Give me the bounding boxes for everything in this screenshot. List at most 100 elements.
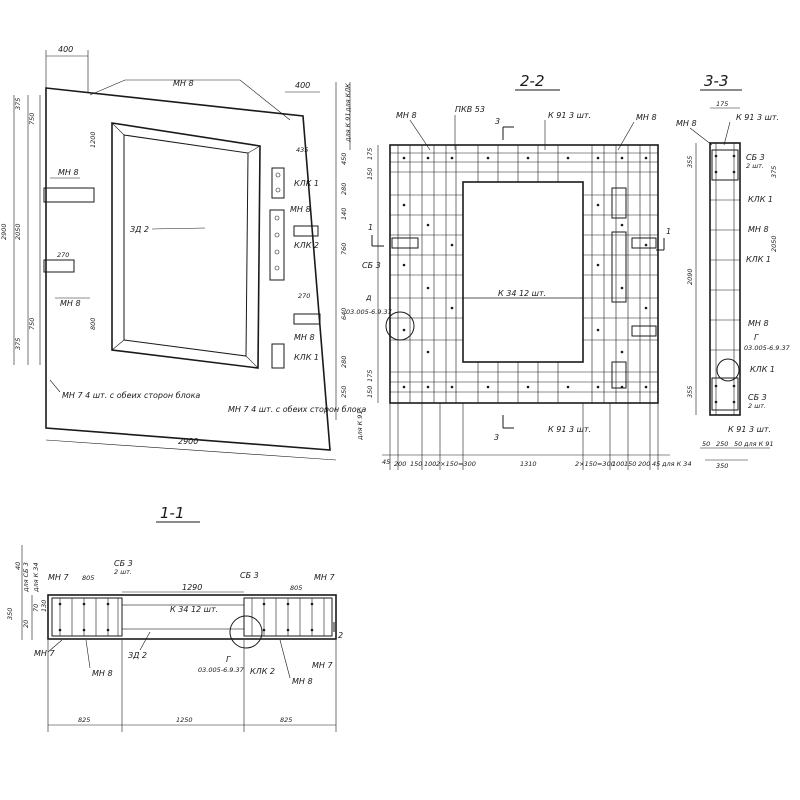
svg-text:175: 175 <box>366 370 374 382</box>
rebar-horizontal <box>390 152 658 393</box>
svg-text:375: 375 <box>14 338 22 350</box>
svg-text:2090: 2090 <box>686 268 694 285</box>
svg-text:д: д <box>365 293 372 302</box>
svg-text:КЛК 1: КЛК 1 <box>746 255 771 264</box>
svg-text:40: 40 <box>14 562 22 570</box>
svg-text:К 91 3 шт.: К 91 3 шт. <box>548 111 591 120</box>
svg-text:К 91 3 шт.: К 91 3 шт. <box>548 425 591 434</box>
label-mn8-r2: МН 8 <box>294 333 315 342</box>
klk2-plate <box>269 209 285 281</box>
detail-callout-g <box>229 615 263 649</box>
svg-text:45: 45 <box>382 458 390 466</box>
svg-text:760: 760 <box>340 243 348 255</box>
block-outline <box>45 87 331 451</box>
svg-text:1200: 1200 <box>89 131 97 148</box>
svg-text:450: 450 <box>340 153 348 165</box>
svg-text:КЛК 2: КЛК 2 <box>250 667 275 676</box>
svg-text:Г: Г <box>226 655 231 664</box>
detail-callout-d <box>385 311 415 341</box>
dim-left-2050: 2050 <box>14 223 22 240</box>
rebar-vertical <box>397 145 651 403</box>
svg-text:140: 140 <box>340 208 348 220</box>
svg-text:1250: 1250 <box>176 716 193 724</box>
svg-text:150: 150 <box>366 168 374 180</box>
label-zd2: ЗД 2 <box>130 225 149 234</box>
svg-text:150: 150 <box>366 386 374 398</box>
svg-text:КЛК 1: КЛК 1 <box>748 195 773 204</box>
section22-opening <box>462 181 584 363</box>
note-mn7-left: МН 7 4 шт. с обеих сторон блока <box>62 391 200 400</box>
section33-outline <box>709 142 741 416</box>
title-2-2: 2-2 <box>520 72 545 90</box>
svg-text:375: 375 <box>770 166 778 178</box>
klk1-plate-bottom <box>271 343 285 369</box>
dim-left-total: 2900 <box>0 223 8 240</box>
door-opening <box>111 122 261 369</box>
svg-text:1: 1 <box>368 223 373 232</box>
svg-text:2 шт.: 2 шт. <box>746 162 764 170</box>
svg-text:МН 8: МН 8 <box>676 119 697 128</box>
svg-text:270: 270 <box>298 292 310 300</box>
svg-text:355: 355 <box>686 386 694 398</box>
svg-text:50: 50 <box>702 440 710 448</box>
label-klk1-a: КЛК 1 <box>294 179 319 188</box>
svg-text:805: 805 <box>290 584 302 592</box>
svg-text:175: 175 <box>716 100 728 108</box>
section22-outline <box>389 144 659 404</box>
note-mn7-right: МН 7 4 шт. с обеих сторон блока <box>228 405 366 414</box>
svg-text:100: 100 <box>612 460 624 468</box>
svg-text:750: 750 <box>28 318 36 330</box>
dim-bottom: 2900 <box>178 437 198 446</box>
svg-text:К 91 3 шт.: К 91 3 шт. <box>736 113 779 122</box>
svg-text:3: 3 <box>494 433 499 442</box>
svg-text:250: 250 <box>340 386 348 398</box>
svg-text:805: 805 <box>82 574 94 582</box>
svg-text:175: 175 <box>366 148 374 160</box>
svg-text:1: 1 <box>666 227 671 236</box>
svg-text:355: 355 <box>686 156 694 168</box>
label-mn8-top: МН 8 <box>173 79 194 88</box>
svg-text:1290: 1290 <box>182 583 202 592</box>
svg-text:45: 45 <box>652 460 660 468</box>
dim-top-right: 400 <box>295 81 310 90</box>
svg-text:350: 350 <box>716 462 728 470</box>
svg-text:для КЛК: для КЛК <box>344 83 352 113</box>
svg-text:МН 8: МН 8 <box>748 225 769 234</box>
svg-text:СБ 3: СБ 3 <box>240 571 259 580</box>
svg-text:ЗД 2: ЗД 2 <box>128 651 147 660</box>
svg-text:03.005-6.9.37: 03.005-6.9.37 <box>198 666 245 674</box>
svg-text:70: 70 <box>32 604 40 612</box>
svg-text:250: 250 <box>716 440 728 448</box>
svg-text:1310: 1310 <box>520 460 537 468</box>
rebar-dots <box>402 156 648 389</box>
svg-text:СБ 3: СБ 3 <box>362 261 381 270</box>
svg-text:200: 200 <box>394 460 406 468</box>
door-frame-inner <box>123 134 249 357</box>
title-3-3: 3-3 <box>704 72 729 90</box>
section-2-2: 2-2 <box>346 72 692 470</box>
svg-text:для К 91: для К 91 <box>743 440 774 448</box>
svg-text:750: 750 <box>28 113 36 125</box>
svg-text:350: 350 <box>6 608 14 620</box>
svg-text:100: 100 <box>424 460 436 468</box>
svg-text:МН 8: МН 8 <box>748 319 769 328</box>
svg-text:3: 3 <box>495 117 500 126</box>
svg-text:Г: Г <box>754 333 759 342</box>
label-k34-11: К 34 12 шт. <box>170 605 218 614</box>
svg-text:МН 8: МН 8 <box>636 113 657 122</box>
label-mn8-left-a: МН 8 <box>58 168 79 177</box>
svg-text:03.005-6.9.37: 03.005-6.9.37 <box>744 344 791 352</box>
label-klk2: КЛК 2 <box>294 241 319 250</box>
svg-text:2×150=300: 2×150=300 <box>436 460 476 468</box>
label-k34: К 34 12 шт. <box>498 289 546 298</box>
label-klk1-b: КЛК 1 <box>294 353 319 362</box>
svg-text:для К 34: для К 34 <box>32 562 40 593</box>
svg-text:270: 270 <box>57 251 69 259</box>
svg-text:2: 2 <box>338 631 343 640</box>
svg-text:ПКВ 53: ПКВ 53 <box>455 105 485 114</box>
svg-text:СБ 3: СБ 3 <box>746 153 765 162</box>
section-3-3: 3-3 МН 8 К 91 3 шт. СБ 3 2 шт. КЛК 1 МН … <box>676 72 791 470</box>
svg-text:150: 150 <box>410 460 422 468</box>
title-1-1: 1-1 <box>160 504 185 522</box>
